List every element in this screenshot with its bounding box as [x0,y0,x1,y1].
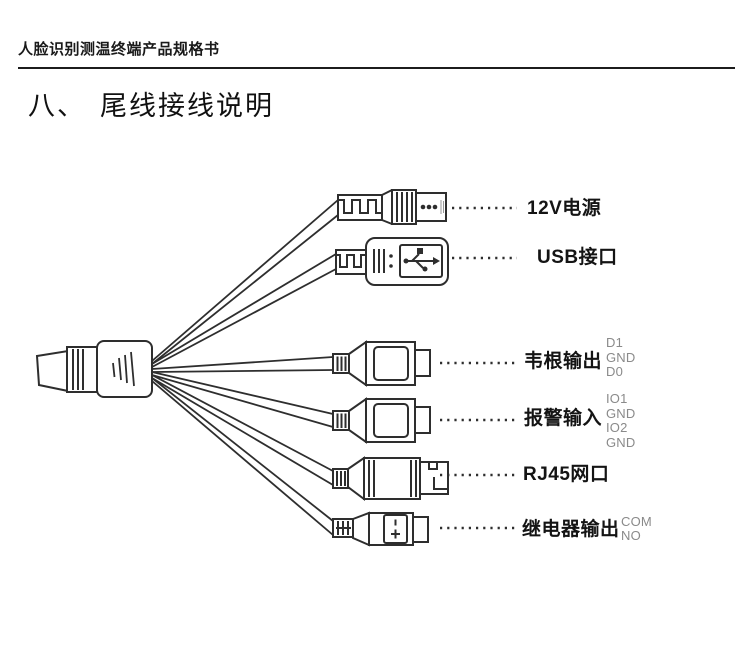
pin-label: GND [606,434,636,450]
alarm-connector [332,398,431,443]
pins-alarm: IO1 GND IO2 GND [606,391,636,450]
document-header-title: 人脸识别测温终端产品规格书 [18,41,220,58]
tip-marking [440,200,444,214]
leader-dotted-lines [440,206,517,530]
usb-symbol-icon [403,248,440,272]
relay-connector [332,511,429,547]
pin-label: GND [606,349,636,365]
pin-label: D1 [606,335,624,350]
pin-label: NO [621,527,641,543]
pin-label: COM [621,514,652,529]
dc-power-plug [337,189,447,225]
header-divider [18,67,735,69]
section-title-text: 尾线接线说明 [100,91,274,121]
pin-label: D0 [606,364,624,379]
pins-relay: COM NO [621,515,652,542]
label-usb: USB接口 [537,247,618,268]
label-alarm: 报警输入 [524,408,603,429]
power-pin-dots-icon [420,204,438,210]
usb-plug [335,237,449,286]
breakout-wires [151,199,339,536]
section-number: 八、 [28,91,86,121]
grip-hatch-icon [112,351,135,387]
label-dc-power: 12V电源 [527,198,602,219]
pins-wiegand: D1 GND D0 [606,335,636,380]
pin-label: IO1 [606,391,628,406]
trunk-cable [35,340,153,398]
polarity-marks-icon [391,519,400,539]
pin-label: IO2 [606,420,628,435]
wiegand-connector [332,341,431,386]
pin-label: GND [606,405,636,421]
section-title: 八、尾线接线说明 [28,84,274,123]
label-wiegand: 韦根输出 [524,351,603,372]
rj45-plug [332,456,449,501]
label-rj45: RJ45网口 [523,464,610,485]
label-relay: 继电器输出 [522,519,620,540]
